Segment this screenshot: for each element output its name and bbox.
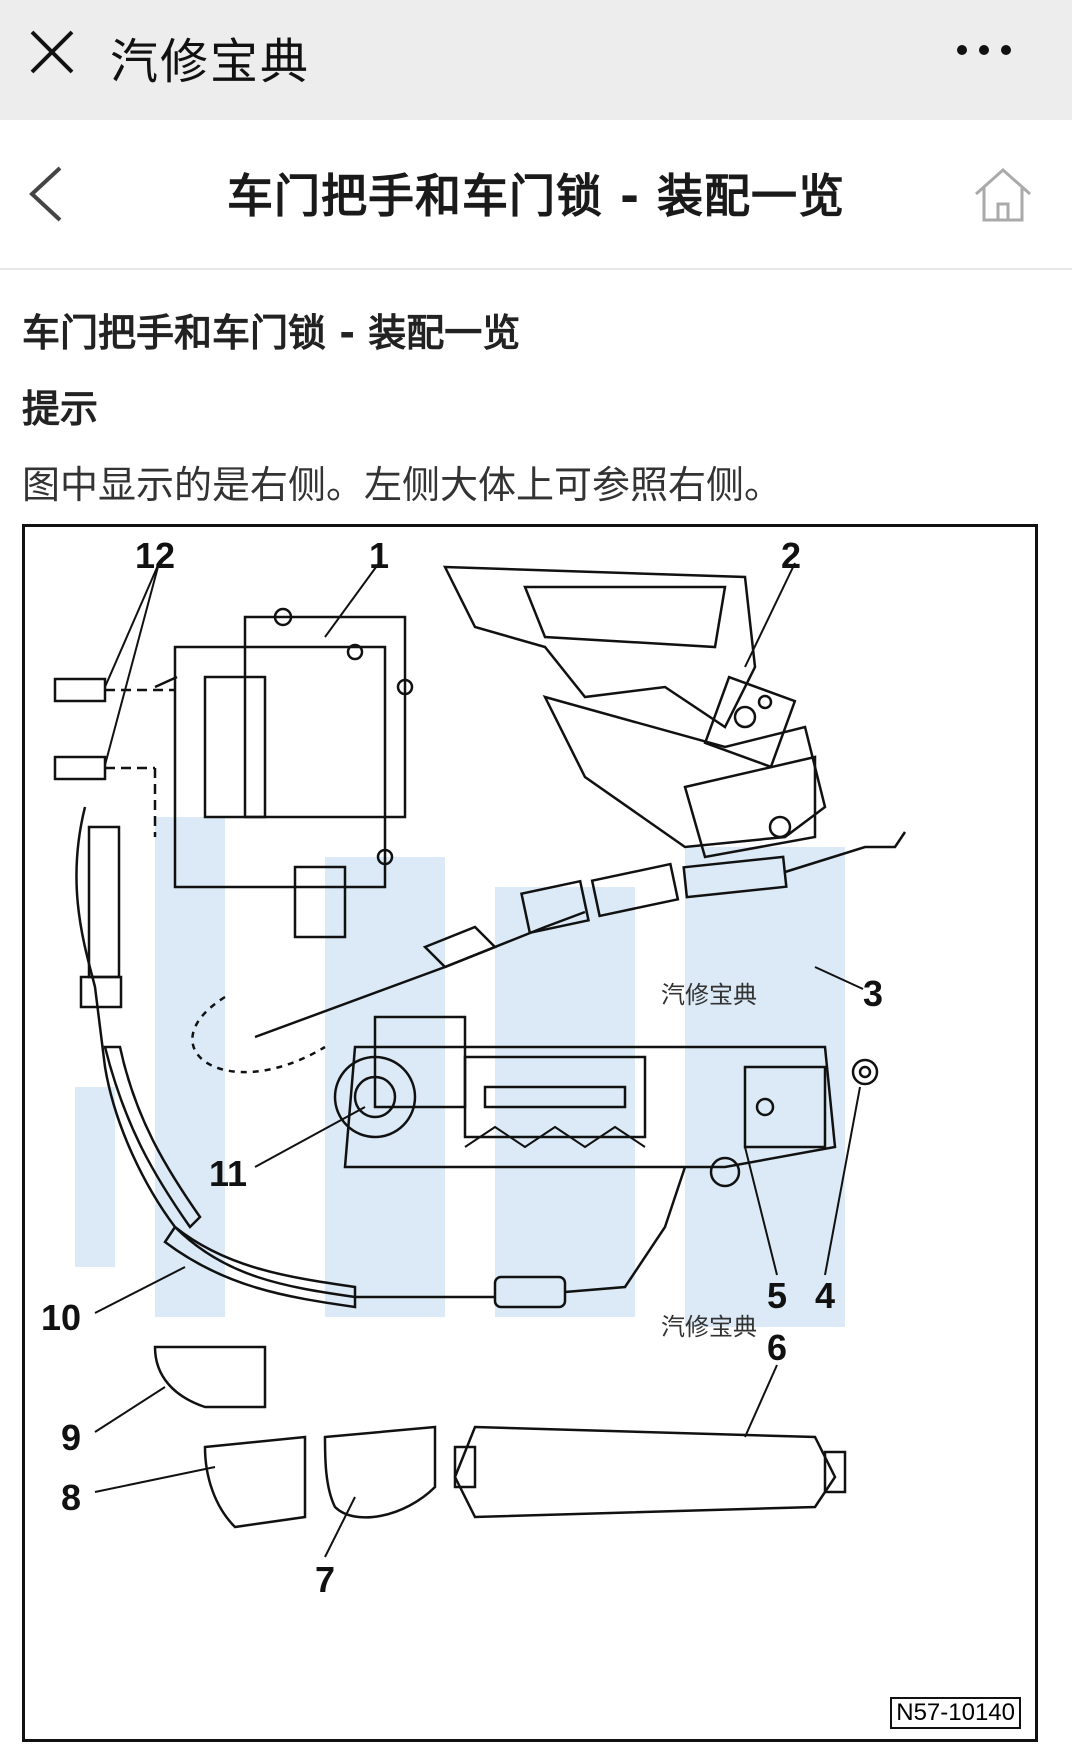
callout-label: 3 bbox=[863, 973, 884, 1014]
callout-label: 12 bbox=[135, 535, 176, 576]
callout-label: 1 bbox=[369, 535, 390, 576]
page-title: 车门把手和车门锁 - 装配一览 bbox=[226, 169, 846, 223]
note-text: 图中显示的是右侧。左侧大体上可参照右侧。 bbox=[22, 463, 783, 507]
figure-code: N57-10140 bbox=[890, 1697, 1021, 1729]
chevron-left-icon[interactable] bbox=[22, 162, 72, 226]
bowden-cable bbox=[75, 806, 177, 1228]
door-lock-housing bbox=[173, 645, 387, 889]
screw bbox=[53, 677, 107, 703]
close-icon[interactable] bbox=[28, 28, 76, 76]
handle-carrier bbox=[343, 1045, 837, 1169]
note-heading: 提示 bbox=[22, 387, 99, 431]
home-icon[interactable] bbox=[972, 164, 1034, 226]
more-icon[interactable] bbox=[952, 40, 1032, 60]
callout-label: 5 bbox=[767, 1275, 788, 1316]
callout-label: 7 bbox=[315, 1559, 336, 1600]
handle-cap bbox=[323, 1425, 437, 1519]
app-title: 汽修宝典 bbox=[110, 34, 311, 90]
app-header-bar: 汽修宝典 bbox=[0, 0, 1072, 120]
article-title: 车门把手和车门锁 - 装配一览 bbox=[22, 311, 521, 355]
watermark-text: 汽修宝典 bbox=[661, 1313, 757, 1341]
screw bbox=[851, 1058, 879, 1086]
callout-label: 4 bbox=[815, 1275, 836, 1316]
callout-label: 11 bbox=[209, 1153, 248, 1194]
screw bbox=[53, 755, 107, 781]
outer-door-handle bbox=[453, 1425, 837, 1519]
page-nav-bar: 车门把手和车门锁 - 装配一览 bbox=[0, 120, 1072, 270]
end-cap bbox=[153, 1345, 267, 1409]
assembly-diagram: 12 1 2 3 11 5 4 10 6 9 8 7 汽修宝典 汽修宝典 N57… bbox=[22, 524, 1038, 1742]
end-cap bbox=[203, 1435, 307, 1529]
diagram-drawing bbox=[53, 562, 907, 1558]
callout-label: 9 bbox=[61, 1417, 82, 1458]
callout-label: 2 bbox=[781, 535, 802, 576]
callout-label: 6 bbox=[767, 1327, 788, 1368]
callout-label: 10 bbox=[41, 1297, 82, 1338]
callout-label: 8 bbox=[61, 1477, 82, 1518]
watermark-graphic bbox=[75, 817, 845, 1327]
watermark-text: 汽修宝典 bbox=[661, 981, 757, 1009]
